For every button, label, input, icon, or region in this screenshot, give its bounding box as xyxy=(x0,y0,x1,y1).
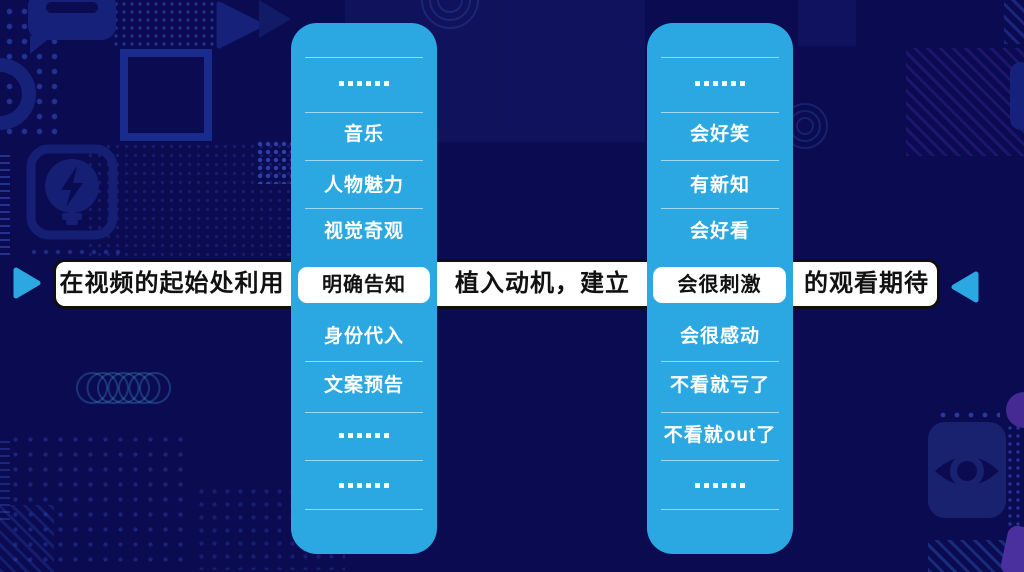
play-triangle-right-icon xyxy=(951,271,979,303)
eye-icon xyxy=(928,422,1006,518)
purple-circle-decoration xyxy=(1006,392,1024,428)
ellipsis-item xyxy=(291,433,437,438)
column-item: 有新知 xyxy=(689,175,750,196)
column-item: 人物魅力 xyxy=(323,175,404,196)
column-divider xyxy=(305,412,423,413)
ellipsis-item xyxy=(291,483,437,488)
stripe-decoration xyxy=(928,540,1014,572)
stripe-decoration xyxy=(0,505,54,572)
lightbulb-icon xyxy=(26,144,118,240)
column-item: 音乐 xyxy=(343,124,384,145)
column-divider xyxy=(305,160,423,161)
column-item: 身份代入 xyxy=(323,326,404,347)
column-divider xyxy=(661,112,779,113)
dot-grid-decoration xyxy=(28,246,120,258)
column-item: 会好看 xyxy=(689,221,750,242)
column-divider xyxy=(305,208,423,209)
right-highlight-label: 会很刺激 xyxy=(677,274,762,296)
circle-chain-decoration xyxy=(76,372,171,404)
edge-tile-decoration xyxy=(1010,62,1024,130)
column-item: 不看就out了 xyxy=(663,425,777,446)
ellipsis-item xyxy=(647,483,793,488)
column-divider xyxy=(305,57,423,58)
banner-text-right: 的观看期待 xyxy=(804,270,929,297)
column-divider xyxy=(661,160,779,161)
play-triangle-left-icon xyxy=(13,267,41,299)
column-divider xyxy=(305,112,423,113)
rings-decoration xyxy=(421,0,479,29)
dot-grid-decoration xyxy=(112,0,224,48)
dot-grid-decoration xyxy=(256,140,292,184)
dot-grid-decoration xyxy=(936,408,1000,420)
stripe-decoration xyxy=(906,48,1024,156)
banner-text-left: 在视频的起始处利用 xyxy=(59,270,285,297)
dot-grid-decoration xyxy=(1006,424,1024,542)
column-item: 不看就亏了 xyxy=(669,375,770,396)
stripe-decoration xyxy=(1004,0,1024,44)
dot-grid-decoration xyxy=(8,432,188,570)
column-divider xyxy=(661,412,779,413)
left-highlight-pill: 明确告知 xyxy=(298,267,430,303)
column-divider xyxy=(305,361,423,362)
column-divider xyxy=(661,509,779,510)
banner-text-middle: 植入动机，建立 xyxy=(455,270,630,297)
speech-bubble-icon xyxy=(28,0,116,54)
column-item: 文案预告 xyxy=(323,375,404,396)
background-patch xyxy=(798,0,856,46)
column-divider xyxy=(661,57,779,58)
column-divider xyxy=(305,460,423,461)
ellipsis-item xyxy=(291,81,437,86)
left-highlight-label: 明确告知 xyxy=(322,274,406,296)
column-divider xyxy=(661,208,779,209)
column-item: 视觉奇观 xyxy=(323,221,404,242)
column-divider xyxy=(661,361,779,362)
hash-lines-decoration xyxy=(0,150,10,255)
ellipsis-item xyxy=(647,81,793,86)
hash-lines-decoration xyxy=(0,440,10,520)
column-item: 会好笑 xyxy=(689,124,750,145)
square-outline-decoration xyxy=(120,49,212,141)
triangle-decoration xyxy=(216,0,291,49)
column-divider xyxy=(305,509,423,510)
column-item: 会很感动 xyxy=(679,326,760,347)
column-divider xyxy=(661,460,779,461)
right-highlight-pill: 会很刺激 xyxy=(653,267,786,303)
